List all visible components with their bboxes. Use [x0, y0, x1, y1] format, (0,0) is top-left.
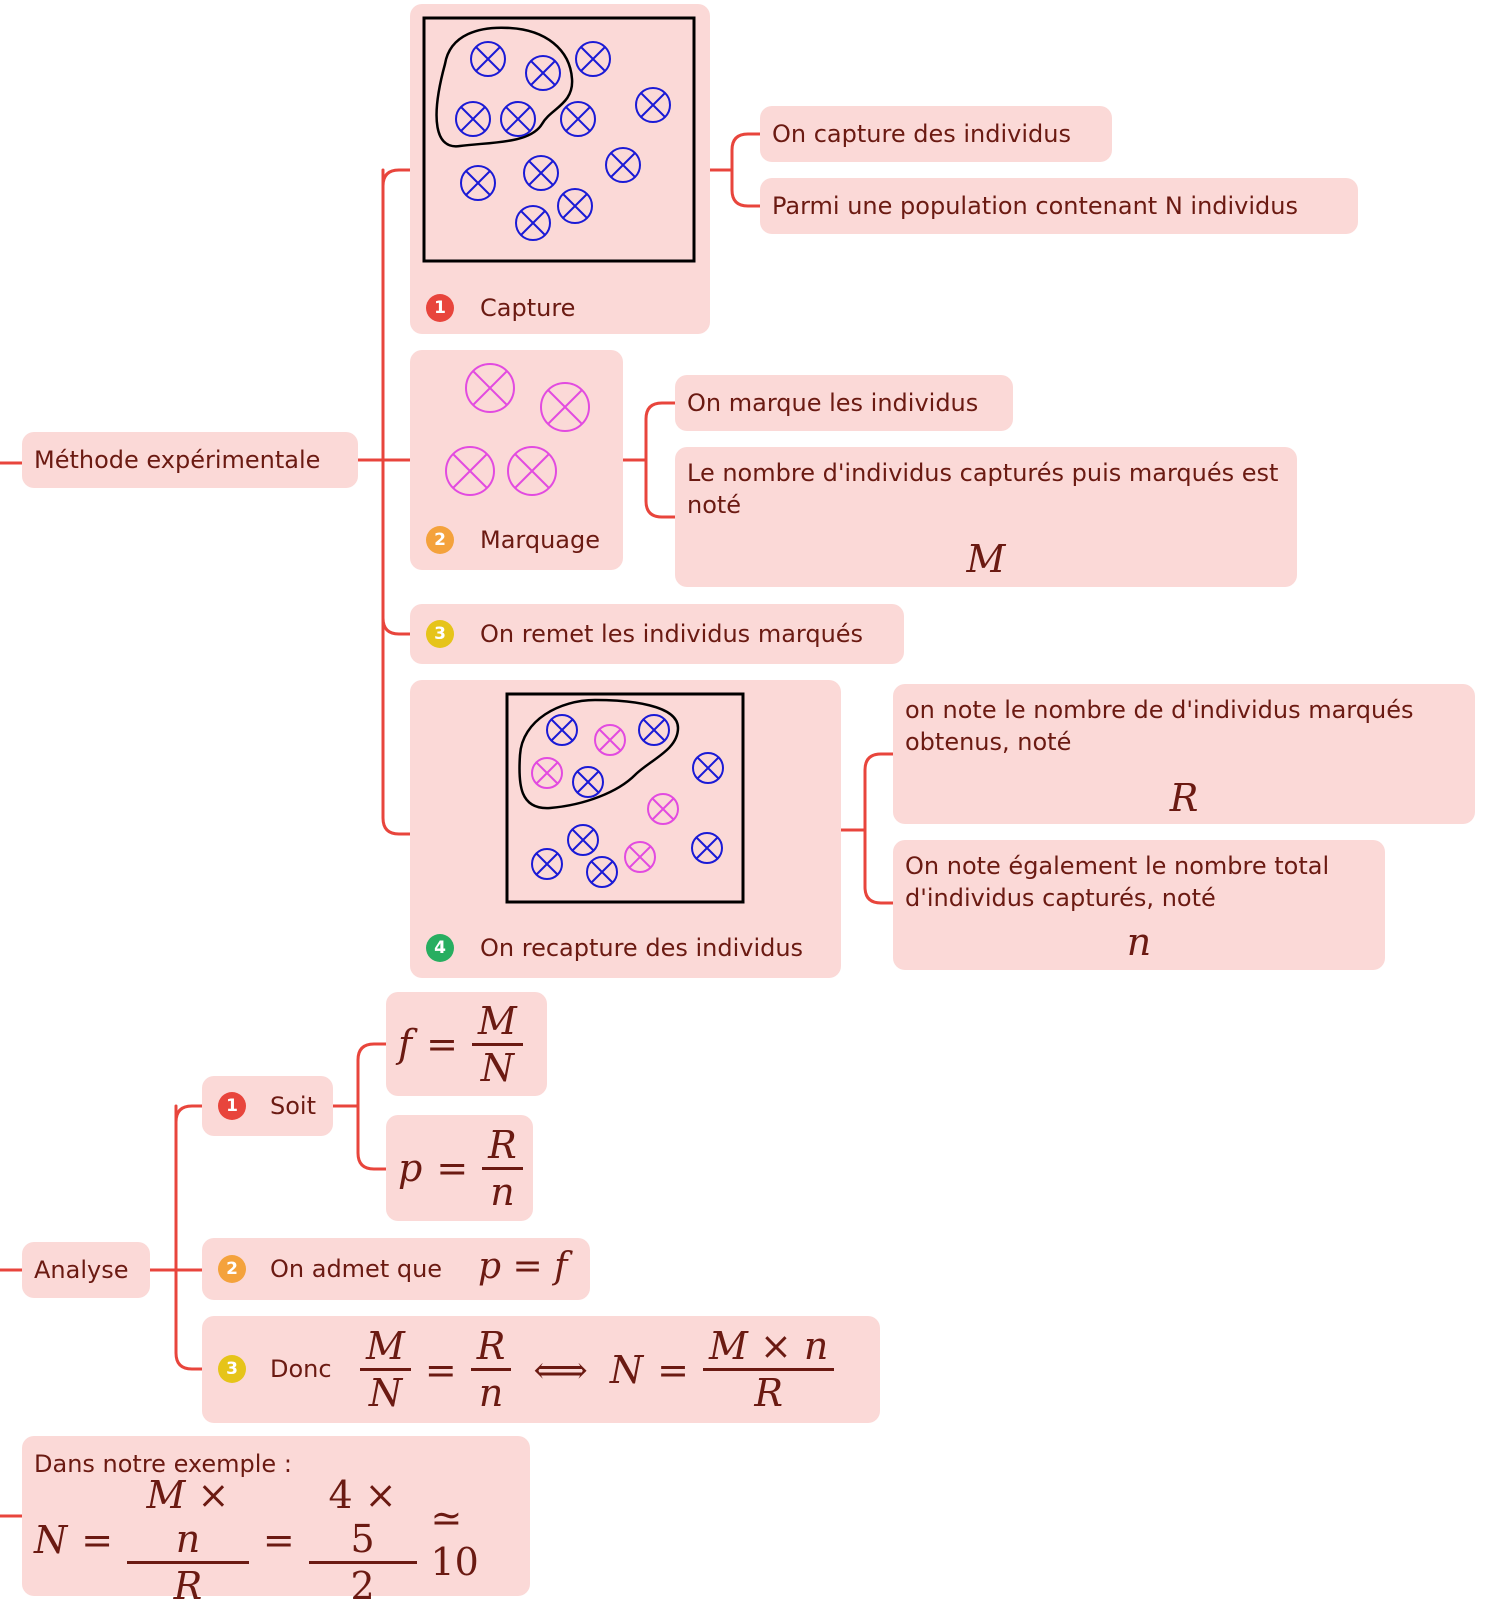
step-capture-node[interactable]: 1 Capture [410, 4, 710, 334]
admet-label: On admet que [270, 1255, 443, 1283]
remise-label: On remet les individus marqués [480, 620, 864, 648]
capture-detail-2[interactable]: Parmi une population contenant N individ… [760, 178, 1358, 234]
recapture-detail-1[interactable]: on note le nombre de d'individus marqués… [893, 684, 1475, 824]
var-M: M [966, 537, 1006, 581]
analyse-node[interactable]: Analyse [22, 1242, 150, 1298]
marquage-detail-1[interactable]: On marque les individus [675, 375, 1013, 431]
recapture-detail-2[interactable]: On note également le nombre total d'indi… [893, 840, 1385, 970]
admet-node[interactable]: 2 On admet que p = f [202, 1238, 590, 1300]
marked-individuals-illustration [445, 363, 590, 496]
capture-label: Capture [480, 294, 576, 322]
var-R: R [1169, 776, 1199, 820]
badge-3-icon: 3 [218, 1355, 246, 1383]
marquage-label: Marquage [480, 526, 601, 554]
population-symbols [455, 41, 671, 241]
soit-node[interactable]: 1 Soit [202, 1076, 333, 1136]
methode-node[interactable]: Méthode expérimentale [22, 432, 358, 488]
step-remise-node[interactable]: 3 On remet les individus marqués [410, 604, 904, 664]
capture-illustration [422, 16, 696, 263]
donc-label: Donc [270, 1355, 332, 1383]
exemple-label: Dans notre exemple : [34, 1450, 292, 1478]
badge-1-icon: 1 [218, 1092, 246, 1120]
badge-2-icon: 2 [426, 526, 454, 554]
badge-4-icon: 4 [426, 934, 454, 962]
badge-1-icon: 1 [426, 294, 454, 322]
recapture-label: On recapture des individus [480, 934, 804, 962]
soit-label: Soit [270, 1092, 316, 1120]
capture-detail-1[interactable]: On capture des individus [760, 106, 1112, 162]
formula-p-equals-f: p = f [478, 1246, 568, 1287]
step-recapture-node[interactable]: 4 On recapture des individus [410, 680, 841, 978]
analyse-label: Analyse [34, 1256, 129, 1284]
badge-2-icon: 2 [218, 1255, 246, 1283]
methode-label: Méthode expérimentale [34, 446, 321, 474]
badge-3-icon: 3 [426, 620, 454, 648]
recapture-illustration [505, 692, 745, 904]
marquage-detail-2[interactable]: Le nombre d'individus capturés puis marq… [675, 447, 1297, 587]
var-n: n [1126, 920, 1152, 964]
step-marquage-node[interactable]: 2 Marquage [410, 350, 623, 570]
